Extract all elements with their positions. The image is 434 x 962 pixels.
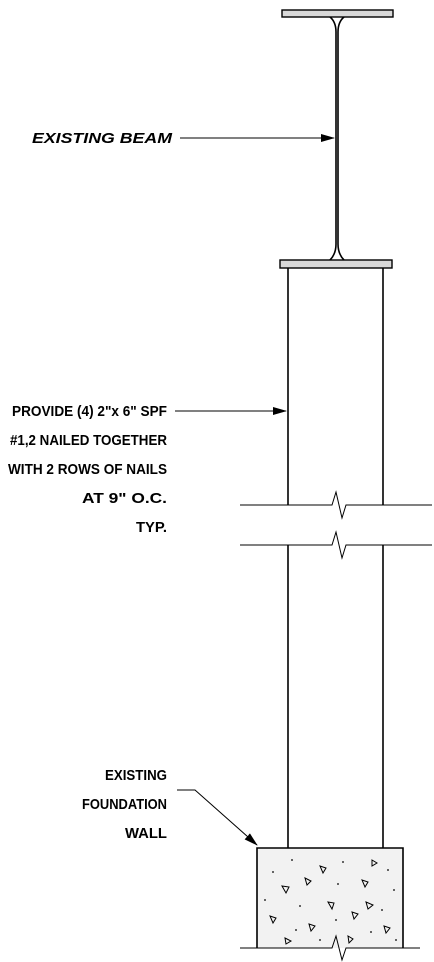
foundation-leader — [177, 789, 258, 846]
foundation-wall — [240, 847, 420, 962]
foundation-note-line-1: EXISTING — [105, 767, 167, 784]
column-note-line-5: TYP. — [136, 519, 167, 536]
column-note-line-3: WITH 2 ROWS OF NAILS — [8, 461, 167, 478]
break-lines — [240, 490, 432, 560]
column-note-line-1: PROVIDE (4) 2"x 6" SPF — [12, 403, 167, 420]
existing-beam — [279, 9, 394, 269]
foundation-break-line — [240, 934, 420, 962]
beam-bottom-flange — [279, 259, 393, 269]
foundation-note-line-3: WALL — [125, 825, 167, 842]
wood-column — [287, 268, 384, 848]
break-line-lower — [240, 530, 432, 560]
column-note-line-4: AT 9" O.C. — [82, 490, 167, 507]
column-note-line-2: #1,2 NAILED TOGETHER — [10, 432, 167, 449]
column-note: PROVIDE (4) 2"x 6" SPF #1,2 NAILED TOGET… — [8, 403, 167, 536]
beam-label: EXISTING BEAM — [32, 130, 173, 147]
foundation-concrete — [257, 848, 403, 948]
foundation-note: EXISTING FOUNDATION WALL — [82, 767, 167, 842]
beam-web — [329, 16, 345, 261]
concrete-aggregate — [269, 859, 391, 945]
concrete-dots — [264, 859, 397, 941]
leaders — [175, 134, 335, 846]
foundation-note-line-2: FOUNDATION — [82, 796, 167, 813]
beam-note: EXISTING BEAM — [32, 130, 173, 147]
beam-top-flange — [281, 9, 394, 18]
foundation-outline — [256, 847, 404, 948]
break-line-upper — [240, 490, 432, 520]
